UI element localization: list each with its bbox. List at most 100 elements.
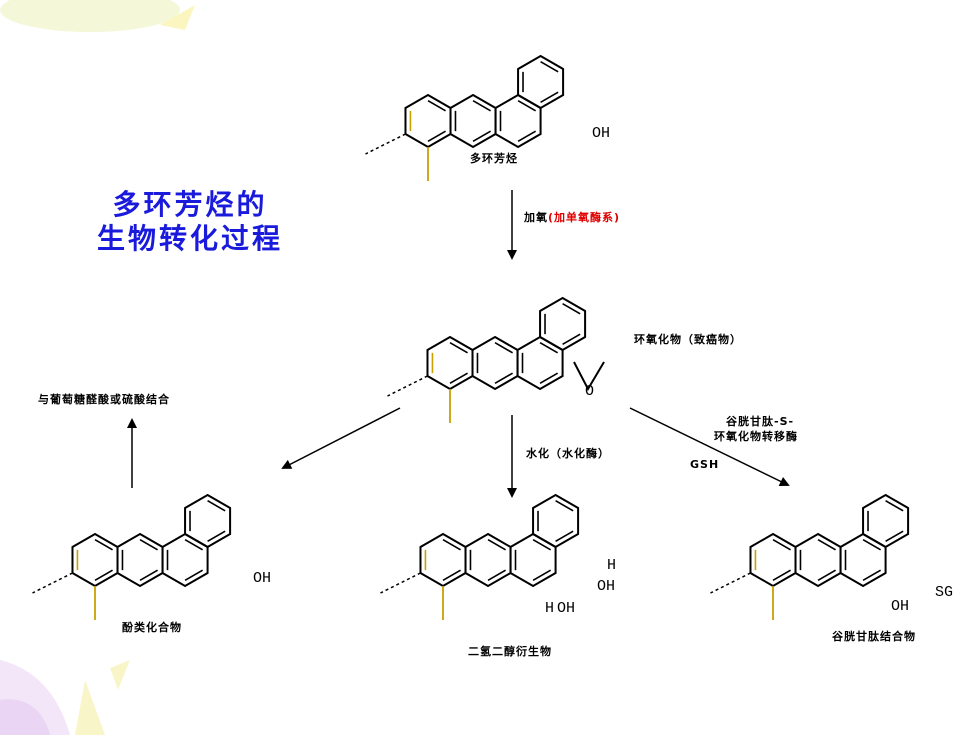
- aromatic-ring: [161, 532, 209, 588]
- ring-system-pah: [365, 54, 565, 181]
- label-hydration: 水化（水化酶）: [526, 447, 610, 460]
- molecule-pah: OH: [365, 54, 610, 181]
- double-bond: [139, 539, 158, 551]
- label-gsh: GSH: [690, 458, 720, 471]
- double-bond: [555, 530, 574, 542]
- aromatic-ring: [449, 93, 497, 149]
- double-bond: [562, 333, 581, 345]
- double-bond: [532, 569, 552, 581]
- aromatic-ring: [516, 335, 564, 391]
- ring-system-diol: [380, 493, 580, 620]
- label-gst-line-1: 谷胱甘肽-S-: [726, 415, 795, 428]
- double-bond: [517, 100, 537, 112]
- double-bond: [540, 91, 559, 103]
- aromatic-ring: [794, 532, 842, 588]
- molecule-diol: H OH H OH: [380, 493, 616, 620]
- double-bond: [772, 539, 791, 551]
- double-bond: [817, 539, 836, 551]
- double-bond: [517, 130, 537, 142]
- arrow-to-phenol: [281, 407, 401, 469]
- double-bond: [449, 372, 468, 384]
- bottom-left-petal-4: [110, 660, 130, 690]
- double-bond: [207, 500, 226, 512]
- bottom-left-petal-3: [75, 680, 105, 735]
- label-gsh-conjugate: 谷胱甘肽结合物: [832, 630, 916, 643]
- substituent-bond: [710, 572, 751, 594]
- aromatic-ring: [404, 93, 452, 149]
- substituent-bond: [380, 572, 421, 594]
- substituent-bond: [32, 572, 73, 594]
- aromatic-ring: [471, 335, 519, 391]
- double-bond: [494, 342, 513, 354]
- double-bond: [494, 372, 513, 384]
- molecule-epoxide: O: [387, 296, 605, 423]
- bottom-left-petal-2: [0, 699, 50, 735]
- atom-o: O: [585, 383, 594, 400]
- aromatic-ring: [532, 493, 580, 549]
- molecule-phenol: OH: [32, 493, 271, 620]
- double-bond: [555, 500, 574, 512]
- label-phenol: 酚类化合物: [122, 621, 182, 634]
- aromatic-ring: [184, 493, 232, 549]
- label-oxidation: 加氧(加单氧酶系): [524, 209, 620, 225]
- atom-h: H: [607, 557, 616, 574]
- aromatic-ring: [116, 532, 164, 588]
- aromatic-ring: [509, 532, 557, 588]
- epoxide-bridge: [573, 361, 605, 392]
- atom-oh: OH: [597, 578, 615, 595]
- aromatic-ring: [71, 532, 119, 588]
- aromatic-ring: [464, 532, 512, 588]
- label-epoxide: 环氧化物（致癌物）: [634, 333, 742, 346]
- double-bond: [427, 100, 446, 112]
- title-line-2: 生物转化过程: [96, 222, 283, 255]
- double-bond: [885, 530, 904, 542]
- title-line-1: 多环芳烃的: [112, 188, 268, 221]
- double-bond: [207, 530, 226, 542]
- double-bond: [540, 61, 559, 73]
- double-bond: [139, 569, 158, 581]
- double-bond: [772, 569, 791, 581]
- aromatic-ring: [539, 296, 587, 352]
- double-bond: [442, 569, 461, 581]
- double-bond: [94, 539, 113, 551]
- oxidation-prefix: 加氧: [524, 211, 548, 224]
- substituent-bond: [365, 133, 406, 155]
- label-pah: 多环芳烃: [470, 152, 518, 165]
- double-bond: [862, 569, 882, 581]
- molecule-gsh-conjugate: SG OH: [710, 493, 953, 620]
- atom-oh: OH: [592, 125, 610, 142]
- double-bond: [562, 303, 581, 315]
- label-gst-line-2: 环氧化物转移酶: [714, 430, 798, 443]
- double-bond: [472, 130, 491, 142]
- aromatic-ring: [862, 493, 910, 549]
- top-left-petal: [160, 5, 195, 30]
- double-bond: [472, 100, 491, 112]
- atom-oh: OH: [253, 570, 271, 587]
- double-bond: [449, 342, 468, 354]
- double-bond: [862, 539, 882, 551]
- atom-sg: SG: [935, 584, 953, 601]
- aromatic-ring: [517, 54, 565, 110]
- double-bond: [539, 342, 559, 354]
- label-diol: 二氢二醇衍生物: [468, 645, 552, 658]
- atom-h: H: [545, 600, 554, 617]
- double-bond: [532, 539, 552, 551]
- substituent-bond: [387, 375, 428, 397]
- double-bond: [427, 130, 446, 142]
- aromatic-ring: [749, 532, 797, 588]
- double-bond: [184, 539, 204, 551]
- double-bond: [94, 569, 113, 581]
- double-bond: [487, 539, 506, 551]
- double-bond: [817, 569, 836, 581]
- atom-oh: OH: [557, 600, 575, 617]
- top-left-leaf: [0, 0, 180, 32]
- double-bond: [184, 569, 204, 581]
- aromatic-ring: [839, 532, 887, 588]
- ring-system-gsh: [710, 493, 910, 620]
- atom-oh: OH: [891, 598, 909, 615]
- double-bond: [885, 500, 904, 512]
- double-bond: [442, 539, 461, 551]
- double-bond: [539, 372, 559, 384]
